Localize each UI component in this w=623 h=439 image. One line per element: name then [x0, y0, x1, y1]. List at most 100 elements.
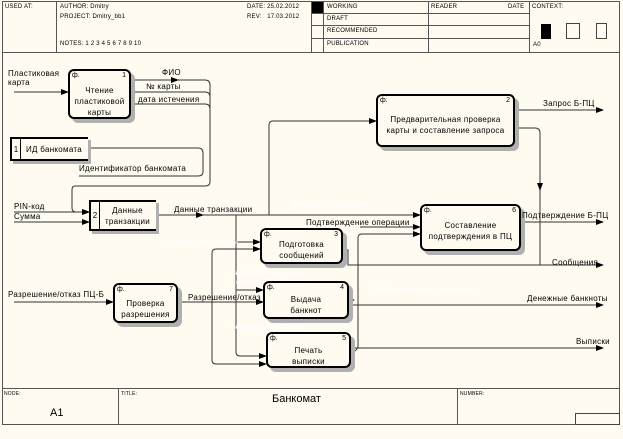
rev-value: 17.03.2012 — [267, 14, 300, 20]
corner-mark: ф. — [267, 284, 275, 291]
status-publication[interactable]: PUBLICATION — [327, 41, 369, 47]
arrow-expiry — [131, 103, 211, 110]
ghost-label: Данные транзакции — [290, 200, 369, 209]
ghost-label: Разрешение/отказ — [230, 322, 303, 331]
arrow-card-number — [131, 91, 211, 98]
corner-mark: ф. — [264, 231, 272, 238]
notes-value: 1 2 3 4 5 6 7 8 9 10 — [85, 41, 142, 47]
header-divider — [323, 1, 324, 53]
corner-mark: ф. — [270, 335, 278, 342]
node-label: NODE: — [4, 391, 21, 397]
box-number: 2 — [506, 97, 510, 104]
footer-divider — [118, 388, 119, 425]
header-divider — [529, 1, 530, 53]
arrow-label-banknotes: Денежные банкноты — [527, 294, 608, 303]
box-number: 7 — [169, 286, 173, 293]
arrow-label-sum: Сумма — [14, 212, 41, 221]
arrow-tx-down — [235, 215, 267, 359]
arrow-label-expiry-date: дата истечения — [138, 95, 200, 104]
arrow-label-fio: ФИО — [162, 68, 181, 77]
corner-mark: ф. — [380, 97, 388, 104]
status-working-marker[interactable] — [312, 2, 323, 13]
arrow-permission-box3 — [211, 246, 261, 302]
arrow-label-messages: Сообщения — [552, 258, 599, 267]
project-value: Dmitry_bb1 — [92, 14, 126, 20]
context-label: CONTEXT: — [532, 4, 564, 10]
header-divider — [428, 1, 429, 53]
arrow-label-statements: Выписки — [576, 337, 610, 346]
status-draft[interactable]: DRAFT — [327, 16, 348, 22]
arrow-label-transaction-data: Данные транзакции — [174, 205, 253, 214]
store-number: 1 — [12, 139, 21, 159]
context-node: A0 — [533, 42, 541, 48]
arrow-tx-to-box2 — [268, 118, 377, 215]
notes-label: NOTES: 1 2 3 4 5 6 7 8 9 10 — [60, 41, 142, 47]
ghost-label: Данные транзакции — [160, 238, 239, 247]
arrow-atm-id — [79, 147, 204, 177]
reader-label: READER — [431, 4, 458, 10]
arrow-label-op-confirm: Подтверждение операции — [306, 218, 410, 227]
corner-mark: ф. — [72, 72, 80, 79]
arrow-label-request: Запрос Б-ПЦ — [543, 99, 595, 108]
header-divider — [311, 25, 529, 26]
context-box — [596, 23, 607, 39]
arrow-label-permission: Разрешение/отказ — [188, 293, 261, 302]
arrow-label-confirm-b: Подтверждение Б-ПЦ — [522, 211, 609, 220]
arrow-label-card-number: № карты — [146, 82, 181, 91]
arrow-merge-into-tx — [71, 190, 90, 215]
arrow-label-permission-in: Разрешение/отказ ПЦ-Б — [8, 290, 105, 299]
arrow-label-atm-id: Идентификатор банкомата — [79, 164, 187, 173]
arrow-fio — [71, 79, 211, 205]
diagram-title: Банкомат — [272, 393, 321, 405]
header-divider — [311, 38, 529, 39]
header-divider — [311, 1, 312, 53]
context-box — [566, 23, 580, 39]
title-label: TITLE: — [121, 391, 138, 397]
box-number: 3 — [334, 231, 338, 238]
header-divider — [311, 13, 529, 14]
box-number: 5 — [342, 335, 346, 342]
store-number: 2 — [91, 202, 100, 229]
footer-divider — [457, 388, 458, 425]
arrow-op-confirm-route — [350, 231, 421, 353]
rev-label: REV: 17.03.2012 — [247, 14, 300, 20]
arrow-label-pin: PIN-код — [14, 202, 45, 211]
used-at-label: USED AT: — [5, 4, 33, 10]
status-working[interactable]: WORKING — [327, 4, 358, 10]
page-box — [575, 413, 620, 425]
footer-divider — [2, 388, 620, 389]
context-current-box — [541, 24, 551, 39]
author-label: AUTHOR: Dmitry — [60, 4, 109, 10]
reader-date-label: DATE — [508, 4, 525, 10]
box-number: 1 — [122, 72, 126, 79]
status-recommended[interactable]: RECOMMENDED — [327, 28, 378, 34]
ghost-label: Подтверждение операции — [372, 285, 476, 294]
corner-mark: ф. — [424, 207, 432, 214]
arrow-permission-box5 — [211, 302, 267, 367]
date-value: 25.02.2012 — [267, 4, 300, 10]
node-value: A1 — [50, 407, 64, 419]
date-label: DATE: 25.02.2012 — [247, 4, 300, 10]
store-label: ИД банкомата — [25, 145, 83, 154]
data-store-atm-id[interactable]: 1 ИД банкомата — [10, 137, 88, 161]
author-value: Dmitry — [90, 4, 109, 10]
box-number: 6 — [512, 207, 516, 214]
ghost-label: Разрешение/отказ — [230, 268, 303, 277]
